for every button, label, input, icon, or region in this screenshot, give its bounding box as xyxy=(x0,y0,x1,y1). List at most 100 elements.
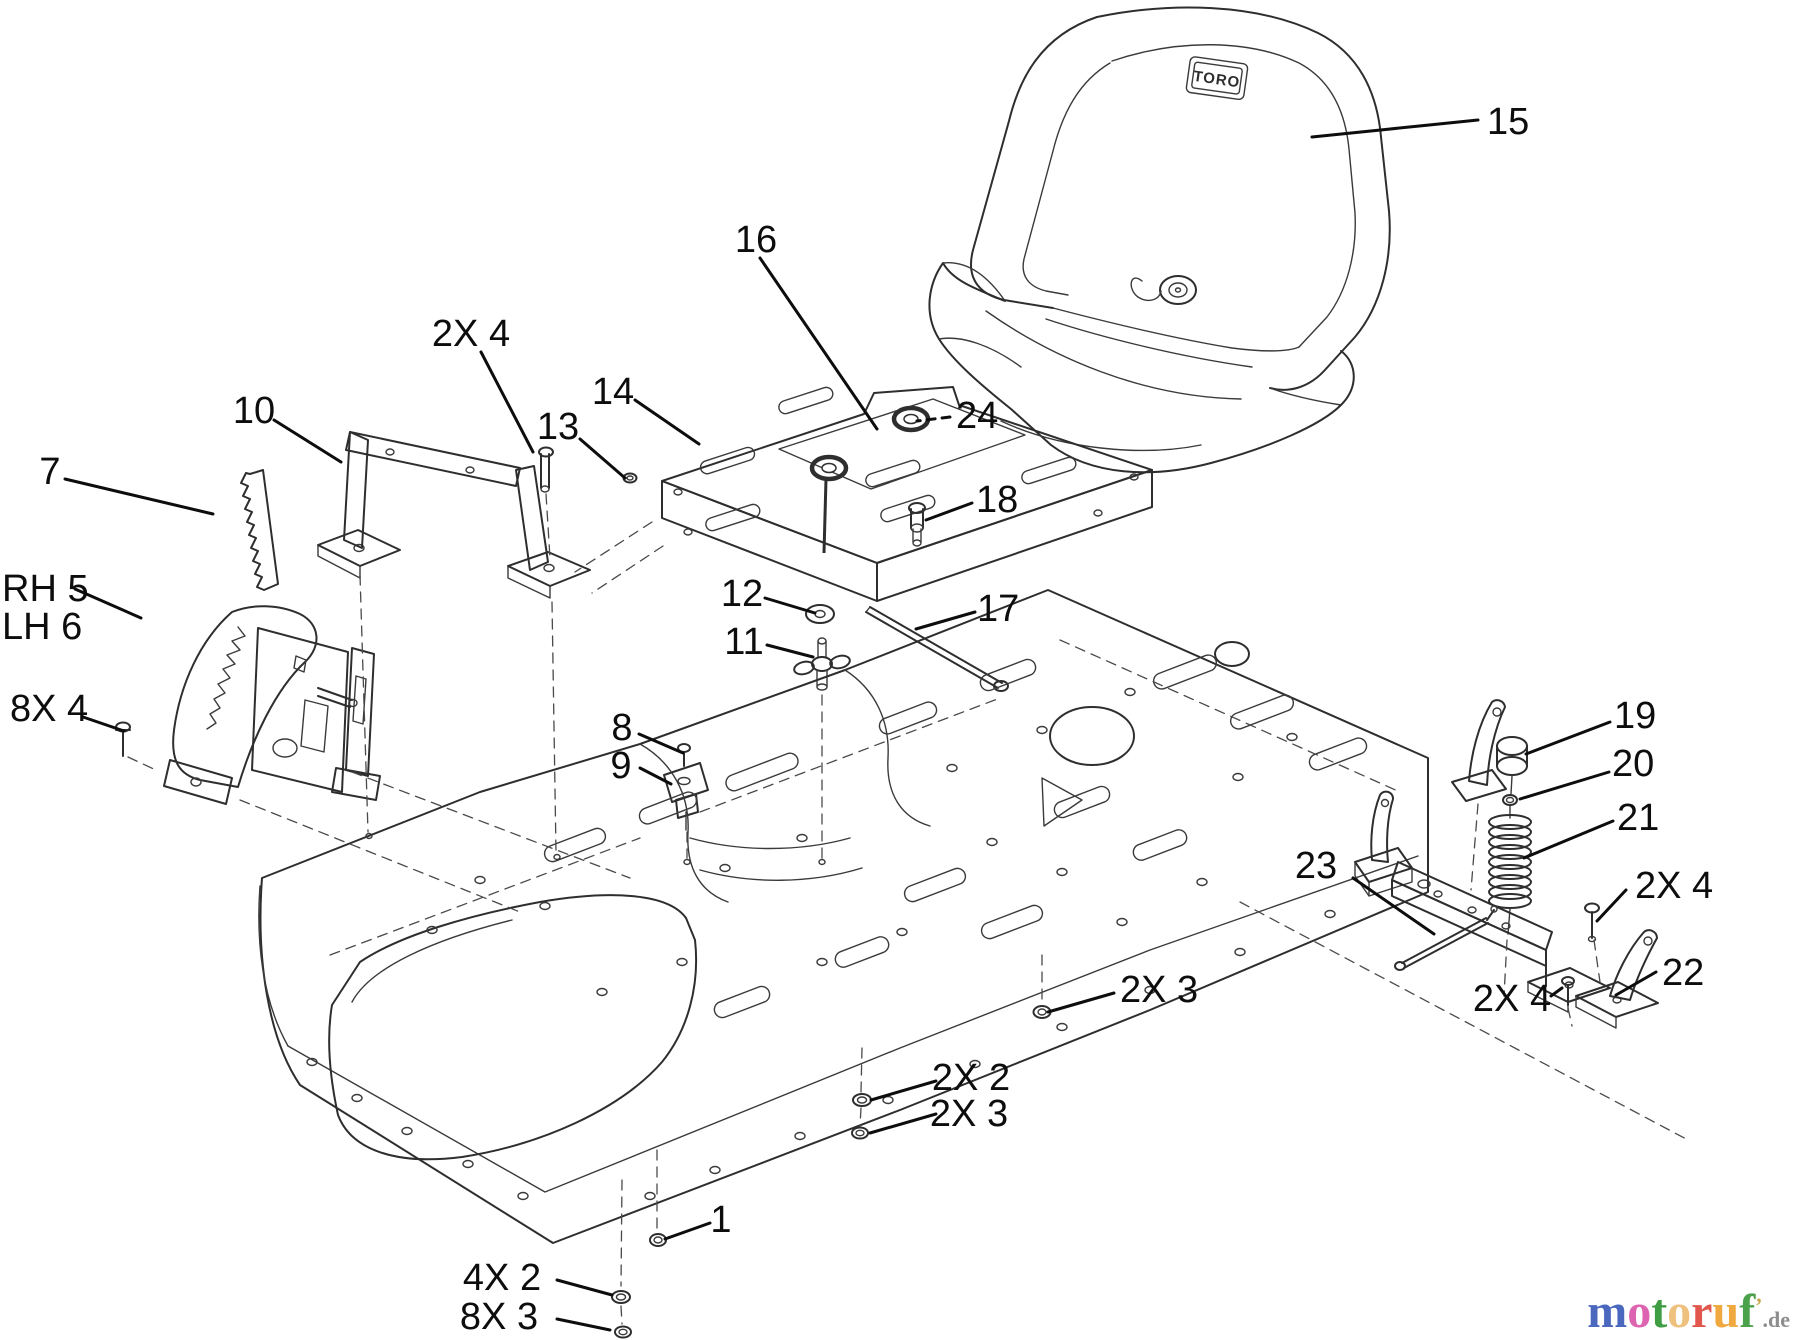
callout-label-11-13: 11 xyxy=(724,621,763,663)
callout-leader-9-16 xyxy=(638,766,673,786)
callout-label-21-19: 21 xyxy=(1617,797,1659,839)
wing-knob-11 xyxy=(793,637,851,691)
frame-holes xyxy=(306,687,1336,1201)
latch-pin xyxy=(317,687,358,708)
fasteners xyxy=(611,1005,1052,1339)
spring-21 xyxy=(1488,814,1532,909)
logo-letter-f: f xyxy=(1739,1285,1756,1338)
callout-label-1-27: 1 xyxy=(710,1199,731,1241)
rod-23 xyxy=(1394,905,1498,971)
callout-leader-2x-4-23 xyxy=(1549,986,1564,998)
callout-label-8-15: 8 xyxy=(611,707,632,749)
callout-label-18-8: 18 xyxy=(976,479,1018,521)
callout-leader-23-20 xyxy=(1351,876,1436,936)
callout-leader-14-4 xyxy=(633,398,701,446)
callout-leader-18-8 xyxy=(924,501,974,522)
motoruf-logo-suffix: .de xyxy=(1762,1307,1791,1332)
callout-label-15-0: 15 xyxy=(1487,101,1529,143)
callout-label-rh-5-9: RH 5 xyxy=(2,568,89,610)
callout-label-9-16: 9 xyxy=(610,745,631,787)
callout-label-16-1: 16 xyxy=(735,219,777,261)
seat: TORO xyxy=(928,6,1391,474)
nut-2x3-bottom xyxy=(851,1126,869,1140)
callout-label-8x-4-14: 8X 4 xyxy=(10,688,88,730)
tooth-strip-7 xyxy=(240,469,279,591)
callout-leader-2x-2-25 xyxy=(869,1079,938,1102)
motoruf-logo[interactable]: motoruf’.de xyxy=(1587,1288,1790,1336)
callout-label-24-6: 24 xyxy=(956,395,998,437)
toro-badge: TORO xyxy=(1185,56,1249,101)
motoruf-logo-letters: motoruf xyxy=(1587,1285,1755,1338)
callout-leader-rh-5-9 xyxy=(73,587,143,620)
callout-label-13-5: 13 xyxy=(537,406,579,448)
callout-label-20-18: 20 xyxy=(1612,743,1654,785)
rubber-mount-grommet-24 xyxy=(891,405,931,433)
bracket-9 xyxy=(663,762,709,831)
flange-nut-2x2 xyxy=(852,1093,872,1107)
callout-leader-8x-3-29 xyxy=(555,1317,612,1332)
callout-leader-2x-3-26 xyxy=(868,1112,938,1135)
seat-pivot-knob xyxy=(1130,275,1197,305)
callout-label-10-3: 10 xyxy=(233,390,275,432)
suspension-assembly xyxy=(1354,699,1659,1029)
callout-label-17-12: 17 xyxy=(977,588,1019,630)
callout-leader-13-5 xyxy=(578,437,627,480)
nut-1 xyxy=(649,1233,667,1247)
callout-leader-4x-2-28 xyxy=(555,1278,614,1297)
flange-nut-4x2 xyxy=(611,1290,631,1304)
assembly-lines xyxy=(127,493,1689,1325)
toro-badge-label: TORO xyxy=(1192,68,1241,91)
adjustment-rod-17 xyxy=(865,606,1009,692)
callout-leader-17-12 xyxy=(914,610,977,631)
callout-label-7-7: 7 xyxy=(39,451,60,493)
callout-leader-19-17 xyxy=(1524,720,1612,756)
screw-8 xyxy=(677,743,691,767)
latch-support-bar xyxy=(1354,790,1611,1013)
callout-leader-lines xyxy=(63,118,1658,1332)
callout-label-4x-2-28: 4X 2 xyxy=(463,1257,541,1299)
callout-leader-8x-4-14 xyxy=(81,715,126,733)
nut-20 xyxy=(1502,794,1518,806)
callout-leader-22-22 xyxy=(1614,970,1658,997)
callout-label-23-20: 23 xyxy=(1295,845,1337,887)
callout-leader-12-11 xyxy=(763,596,817,615)
carriage-bolt-right xyxy=(1584,902,1600,943)
nut-8x3 xyxy=(614,1325,632,1339)
seat-mounting-plate xyxy=(661,386,1153,602)
callout-leader-8-15 xyxy=(637,732,685,755)
logo-letter-m: m xyxy=(1587,1285,1628,1338)
callout-leader-10-3 xyxy=(272,418,343,464)
callout-leader-11-13 xyxy=(765,643,815,659)
frame-chassis xyxy=(258,589,1429,1244)
callout-leader-24-6 xyxy=(915,415,952,423)
rubber-mount-grommet xyxy=(809,454,849,482)
callout-label-2x-4-23: 2X 4 xyxy=(1473,978,1551,1020)
washer-12 xyxy=(805,604,835,624)
callout-label-22-22: 22 xyxy=(1662,952,1704,994)
logo-letter-o: o xyxy=(1667,1285,1692,1338)
spring-cap-19 xyxy=(1496,736,1528,776)
callout-label-2x-4-2: 2X 4 xyxy=(432,313,510,355)
callout-label-12-11: 12 xyxy=(721,573,763,615)
shoulder-bolt-18 xyxy=(908,502,926,547)
carriage-bolt-bottom xyxy=(1561,976,1575,1006)
logo-letter-o: o xyxy=(1627,1285,1652,1338)
callout-leader-20-18 xyxy=(1518,770,1611,801)
frame-slots xyxy=(543,654,1368,1019)
callout-leader-16-1 xyxy=(758,256,879,431)
callout-leader-21-19 xyxy=(1522,819,1615,860)
callout-leader-2x-4-2 xyxy=(479,350,535,454)
seat-latch-assembly xyxy=(163,605,381,805)
callout-label-2x-3-24: 2X 3 xyxy=(1120,969,1198,1011)
callout-label-8x-3-29: 8X 3 xyxy=(460,1296,538,1338)
callout-leader-2x-3-24 xyxy=(1046,991,1116,1014)
logo-letter-t: t xyxy=(1651,1285,1668,1338)
arm-bracket-22 xyxy=(1575,929,1659,1029)
callout-leader-15-0 xyxy=(1310,118,1480,139)
carriage-bolt-upper xyxy=(538,446,554,493)
seat-support-bracket-10 xyxy=(317,431,591,599)
logo-letter-r: r xyxy=(1691,1285,1713,1338)
callout-leader-7-7 xyxy=(63,477,215,516)
callout-leader-1-27 xyxy=(663,1221,712,1241)
